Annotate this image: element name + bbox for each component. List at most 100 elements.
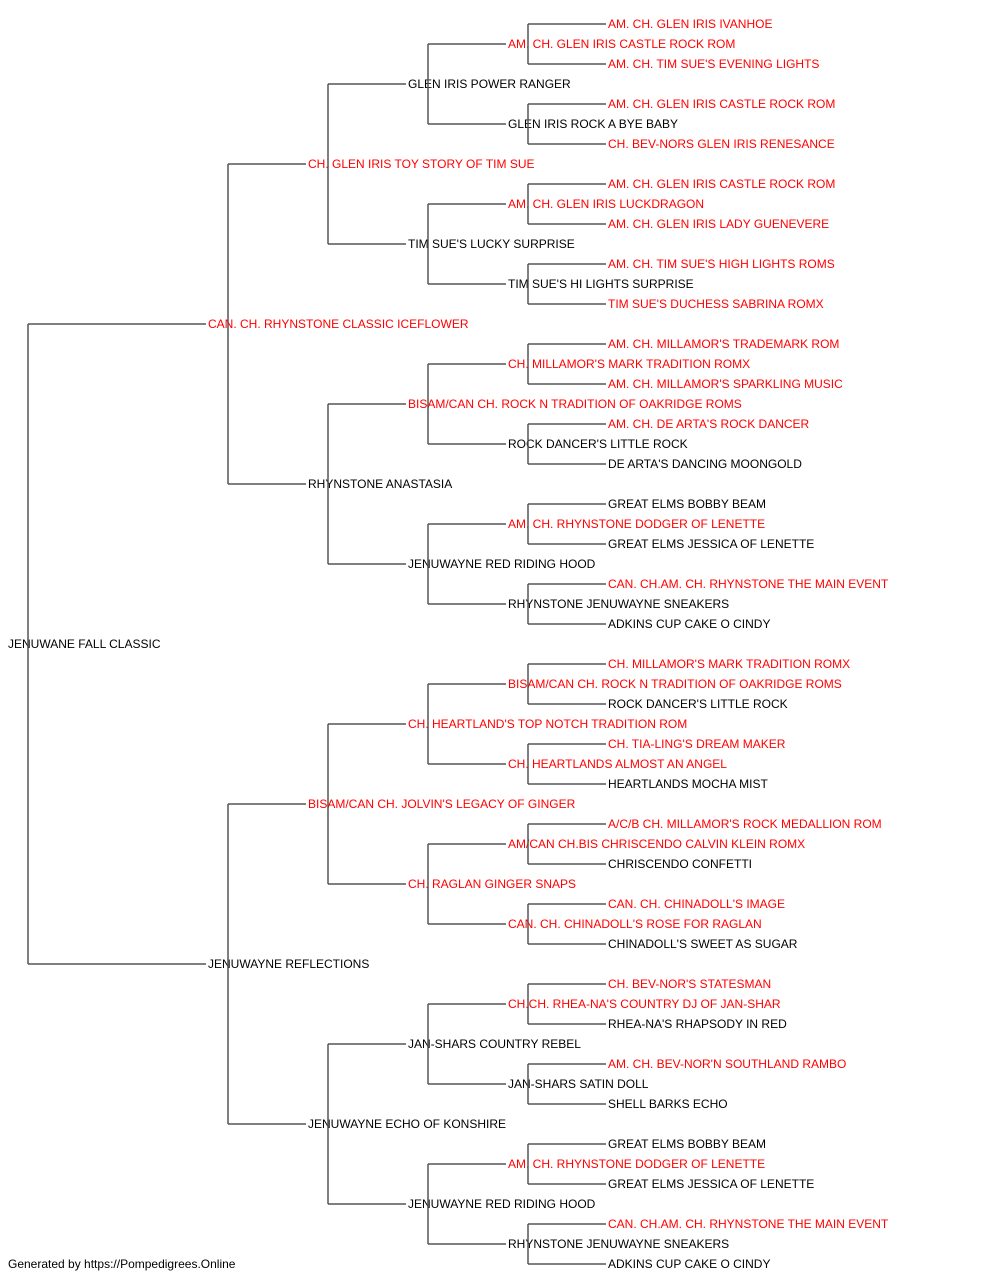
label-background [607,737,787,751]
label-background [607,577,890,591]
ancestor-name: RHYNSTONE JENUWAYNE SNEAKERS [508,597,729,611]
ancestor-name: BISAM/CAN CH. ROCK N TRADITION OF OAKRID… [408,397,742,411]
ancestor-name: CH.CH. RHEA-NA'S COUNTRY DJ OF JAN-SHAR [508,997,781,1011]
ancestor-name: ROCK DANCER'S LITTLE ROCK [608,697,788,711]
ancestor-name: JAN-SHARS COUNTRY REBEL [408,1037,581,1051]
label-background [607,1257,772,1271]
ancestor-name: AM. CH. TIM SUE'S HIGH LIGHTS ROMS [608,257,835,271]
label-background [607,657,852,671]
label-background [607,257,836,271]
label-background [507,997,782,1011]
label-background [607,1177,816,1191]
label-background [507,1077,650,1091]
ancestor-name: CHRISCENDO CONFETTI [608,857,752,871]
label-background [607,977,773,991]
ancestor-name: A/C/B CH. MILLAMOR'S ROCK MEDALLION ROM [608,817,882,831]
ancestor-name: RHYNSTONE JENUWAYNE SNEAKERS [508,1237,729,1251]
ancestor-name: TIM SUE'S DUCHESS SABRINA ROMX [608,297,824,311]
label-background [607,337,841,351]
ancestor-name: AM. CH. BEV-NOR'N SOUTHLAND RAMBO [608,1057,846,1071]
label-background [307,1117,508,1131]
label-background [507,1237,731,1251]
label-background [607,617,772,631]
label-background [407,237,576,251]
label-background [307,157,536,171]
ancestor-name: TIM SUE'S HI LIGHTS SURPRISE [508,277,694,291]
ancestor-name: AM. CH. GLEN IRIS LUCKDRAGON [508,197,704,211]
label-background [607,97,837,111]
ancestor-name: ADKINS CUP CAKE O CINDY [608,1257,770,1271]
label-background [407,1037,583,1051]
label-background [507,277,695,291]
label-background [407,557,597,571]
label-background [507,757,729,771]
label-background [607,1137,768,1151]
ancestor-name: CH. RAGLAN GINGER SNAPS [408,877,576,891]
label-background [507,197,706,211]
ancestor-name: TIM SUE'S LUCKY SURPRISE [408,237,575,251]
ancestor-name: JENUWAYNE ECHO OF KONSHIRE [308,1117,506,1131]
ancestor-name: CH. HEARTLAND'S TOP NOTCH TRADITION ROM [408,717,687,731]
ancestor-name: CHINADOLL'S SWEET AS SUGAR [608,937,798,951]
label-background [507,117,680,131]
label-background [507,597,731,611]
ancestor-name: CAN. CH. CHINADOLL'S ROSE FOR RAGLAN [508,917,762,931]
label-background [507,917,763,931]
ancestor-name: ROCK DANCER'S LITTLE ROCK [508,437,688,451]
ancestor-name: CAN. CH. RHYNSTONE CLASSIC ICEFLOWER [208,317,469,331]
label-background [407,1197,597,1211]
label-background [607,697,789,711]
ancestor-name: CH. HEARTLANDS ALMOST AN ANGEL [508,757,727,771]
label-background [607,1017,789,1031]
ancestor-name: GREAT ELMS JESSICA OF LENETTE [608,537,814,551]
label-background [607,377,845,391]
label-background [507,357,752,371]
label-background [607,17,774,31]
ancestor-name: SHELL BARKS ECHO [608,1097,728,1111]
label-background [507,37,737,51]
ancestor-name: GLEN IRIS ROCK A BYE BABY [508,117,678,131]
ancestor-name: ADKINS CUP CAKE O CINDY [608,617,770,631]
label-background [607,217,831,231]
label-background [207,957,371,971]
ancestor-name: AM. CH. GLEN IRIS CASTLE ROCK ROM [608,177,835,191]
ancestor-name: DE ARTA'S DANCING MOONGOLD [608,457,802,471]
label-background [607,457,804,471]
label-background [407,77,573,91]
label-background [507,1157,767,1171]
ancestor-name: RHYNSTONE ANASTASIA [308,477,452,491]
label-background [607,1097,729,1111]
ancestor-name: AM. CH. MILLAMOR'S SPARKLING MUSIC [608,377,843,391]
label-background [507,437,689,451]
ancestor-name: CH. BEV-NOR'S STATESMAN [608,977,771,991]
ancestor-name: BISAM/CAN CH. JOLVIN'S LEGACY OF GINGER [308,797,576,811]
label-background [307,477,454,491]
label-background [607,177,837,191]
label-background [507,837,807,851]
ancestor-name: GREAT ELMS JESSICA OF LENETTE [608,1177,814,1191]
ancestor-name: CH. TIA-LING'S DREAM MAKER [608,737,786,751]
label-background [407,717,689,731]
label-background [607,417,811,431]
ancestor-name: AM. CH. DE ARTA'S ROCK DANCER [608,417,810,431]
label-background [507,517,767,531]
ancestor-name: RHEA-NA'S RHAPSODY IN RED [608,1017,787,1031]
label-background [607,497,768,511]
subject-name: JENUWANE FALL CLASSIC [8,637,161,651]
ancestor-name: AM. CH. TIM SUE'S EVENING LIGHTS [608,57,819,71]
footer-credit: Generated by https://Pompedigrees.Online [8,1257,236,1271]
ancestor-name: CH. MILLAMOR'S MARK TRADITION ROMX [608,657,850,671]
ancestor-name: CH. GLEN IRIS TOY STORY OF TIM SUE [308,157,535,171]
label-background [7,637,162,651]
ancestor-name: JENUWAYNE RED RIDING HOOD [408,1197,596,1211]
label-background [607,857,753,871]
label-background [407,877,578,891]
ancestor-name: AM. CH. GLEN IRIS IVANHOE [608,17,772,31]
ancestor-name: CH. BEV-NORS GLEN IRIS RENESANCE [608,137,835,151]
ancestor-name: GLEN IRIS POWER RANGER [408,77,571,91]
ancestor-name: BISAM/CAN CH. ROCK N TRADITION OF OAKRID… [508,677,842,691]
label-background [607,57,821,71]
ancestor-name: AM/CAN CH.BIS CHRISCENDO CALVIN KLEIN RO… [508,837,805,851]
ancestor-name: GREAT ELMS BOBBY BEAM [608,497,766,511]
